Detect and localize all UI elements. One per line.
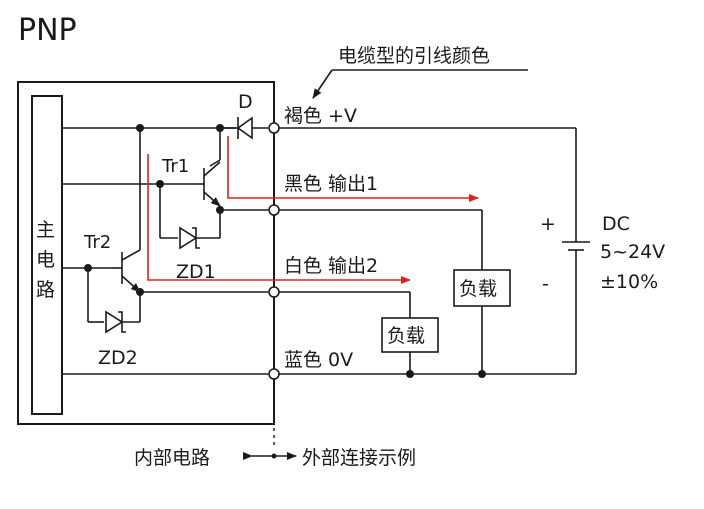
note-leader bbox=[312, 69, 333, 99]
diode-d-icon bbox=[236, 116, 253, 140]
zd2-label: ZD2 bbox=[98, 347, 138, 369]
junction-dot bbox=[84, 264, 92, 272]
wire-label-blue: 蓝色 0V bbox=[284, 349, 353, 371]
main-circuit-char-2: 电 bbox=[36, 249, 55, 271]
internal-circuit-label: 内部电路 bbox=[134, 447, 210, 469]
wire-label-brown: 褐色 +V bbox=[284, 105, 357, 127]
tr2-emitter-icon bbox=[121, 275, 141, 293]
diagram-title: PNP bbox=[18, 13, 77, 48]
main-circuit-char-1: 主 bbox=[36, 219, 55, 241]
external-connection-label: 外部连接示例 bbox=[302, 447, 416, 469]
terminal-brown bbox=[268, 122, 280, 134]
wire-label-white: 白色 输出2 bbox=[284, 255, 378, 277]
main-circuit-block bbox=[31, 95, 63, 415]
terminal-blue bbox=[268, 368, 280, 380]
load-2-box bbox=[381, 317, 439, 353]
zener-zd1-icon bbox=[179, 226, 198, 250]
terminal-white bbox=[268, 286, 280, 298]
wire-label-black: 黑色 输出1 bbox=[284, 173, 378, 195]
load-1-label: 负载 bbox=[459, 278, 497, 300]
cable-color-note: 电缆型的引线颜色 bbox=[338, 45, 490, 67]
tr2-label: Tr2 bbox=[83, 232, 111, 253]
junction-dot bbox=[478, 370, 486, 378]
supply-tolerance: ±10% bbox=[600, 271, 658, 293]
tr1-emitter-icon bbox=[203, 191, 221, 207]
load-1-box bbox=[453, 269, 511, 307]
output1-current-path bbox=[227, 136, 479, 202]
internal-circuit-frame bbox=[17, 81, 275, 425]
diode-label: D bbox=[238, 91, 253, 113]
junction-dot bbox=[216, 206, 224, 214]
main-circuit-char-3: 路 bbox=[36, 279, 55, 301]
junction-dot bbox=[156, 180, 164, 188]
load-2-label: 负载 bbox=[387, 325, 425, 347]
output2-current-path bbox=[147, 154, 411, 284]
junction-dot bbox=[136, 124, 144, 132]
zener-zd2-icon bbox=[105, 310, 124, 334]
junction-dot bbox=[136, 288, 144, 296]
junction-dot bbox=[406, 370, 414, 378]
zd1-label: ZD1 bbox=[176, 261, 216, 283]
supply-minus-sign: - bbox=[542, 273, 549, 295]
supply-plus-sign: + bbox=[540, 213, 556, 235]
terminal-black bbox=[268, 204, 280, 216]
supply-range: 5~24V bbox=[600, 241, 665, 263]
supply-type: DC bbox=[602, 213, 630, 235]
junction-dot bbox=[216, 124, 224, 132]
tr1-label: Tr1 bbox=[161, 156, 189, 177]
